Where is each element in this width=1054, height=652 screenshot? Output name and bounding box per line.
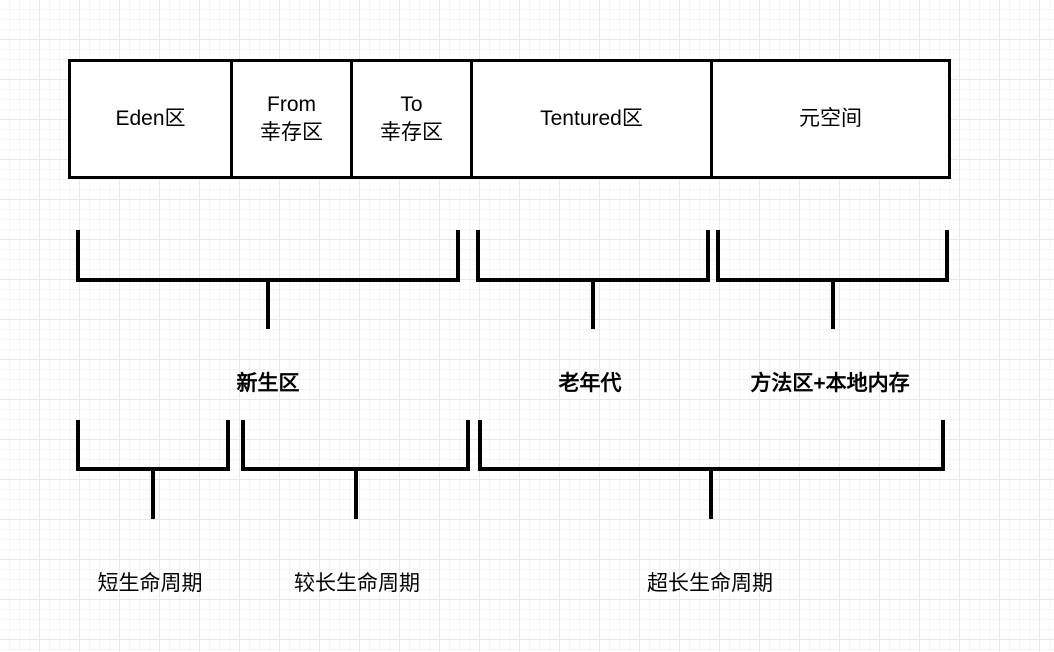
tenured-block: Tentured区 [470, 59, 713, 179]
metaspace-block: 元空间 [710, 59, 951, 179]
from-survivor-label: 幸存区 [260, 121, 323, 144]
very-long-lifecycle-label: 超长生命周期 [647, 572, 773, 595]
short-lifecycle-label: 短生命周期 [97, 572, 203, 595]
longer-lifecycle-bracket [241, 420, 470, 519]
longer-lifecycle-label: 较长生命周期 [294, 572, 420, 595]
young-generation-label: 新生区 [236, 372, 300, 395]
eden-block: Eden区 [68, 59, 233, 179]
from-label: From [267, 93, 316, 116]
method-area-label: 方法区+本地内存 [750, 372, 910, 395]
to-label: To [400, 93, 423, 116]
young-bracket [76, 230, 460, 329]
old-bracket [476, 230, 710, 329]
old-generation-label: 老年代 [558, 372, 622, 395]
short-lifecycle-bracket [76, 420, 230, 519]
eden-label: Eden区 [115, 107, 186, 130]
method-area-bracket [716, 230, 949, 329]
to-survivor-label: 幸存区 [380, 121, 443, 144]
very-long-lifecycle-bracket [478, 420, 945, 519]
from-survivor-block: From 幸存区 [230, 59, 353, 179]
to-survivor-block: To 幸存区 [350, 59, 473, 179]
tenured-label: Tentured区 [540, 107, 643, 130]
metaspace-label: 元空间 [799, 107, 862, 130]
